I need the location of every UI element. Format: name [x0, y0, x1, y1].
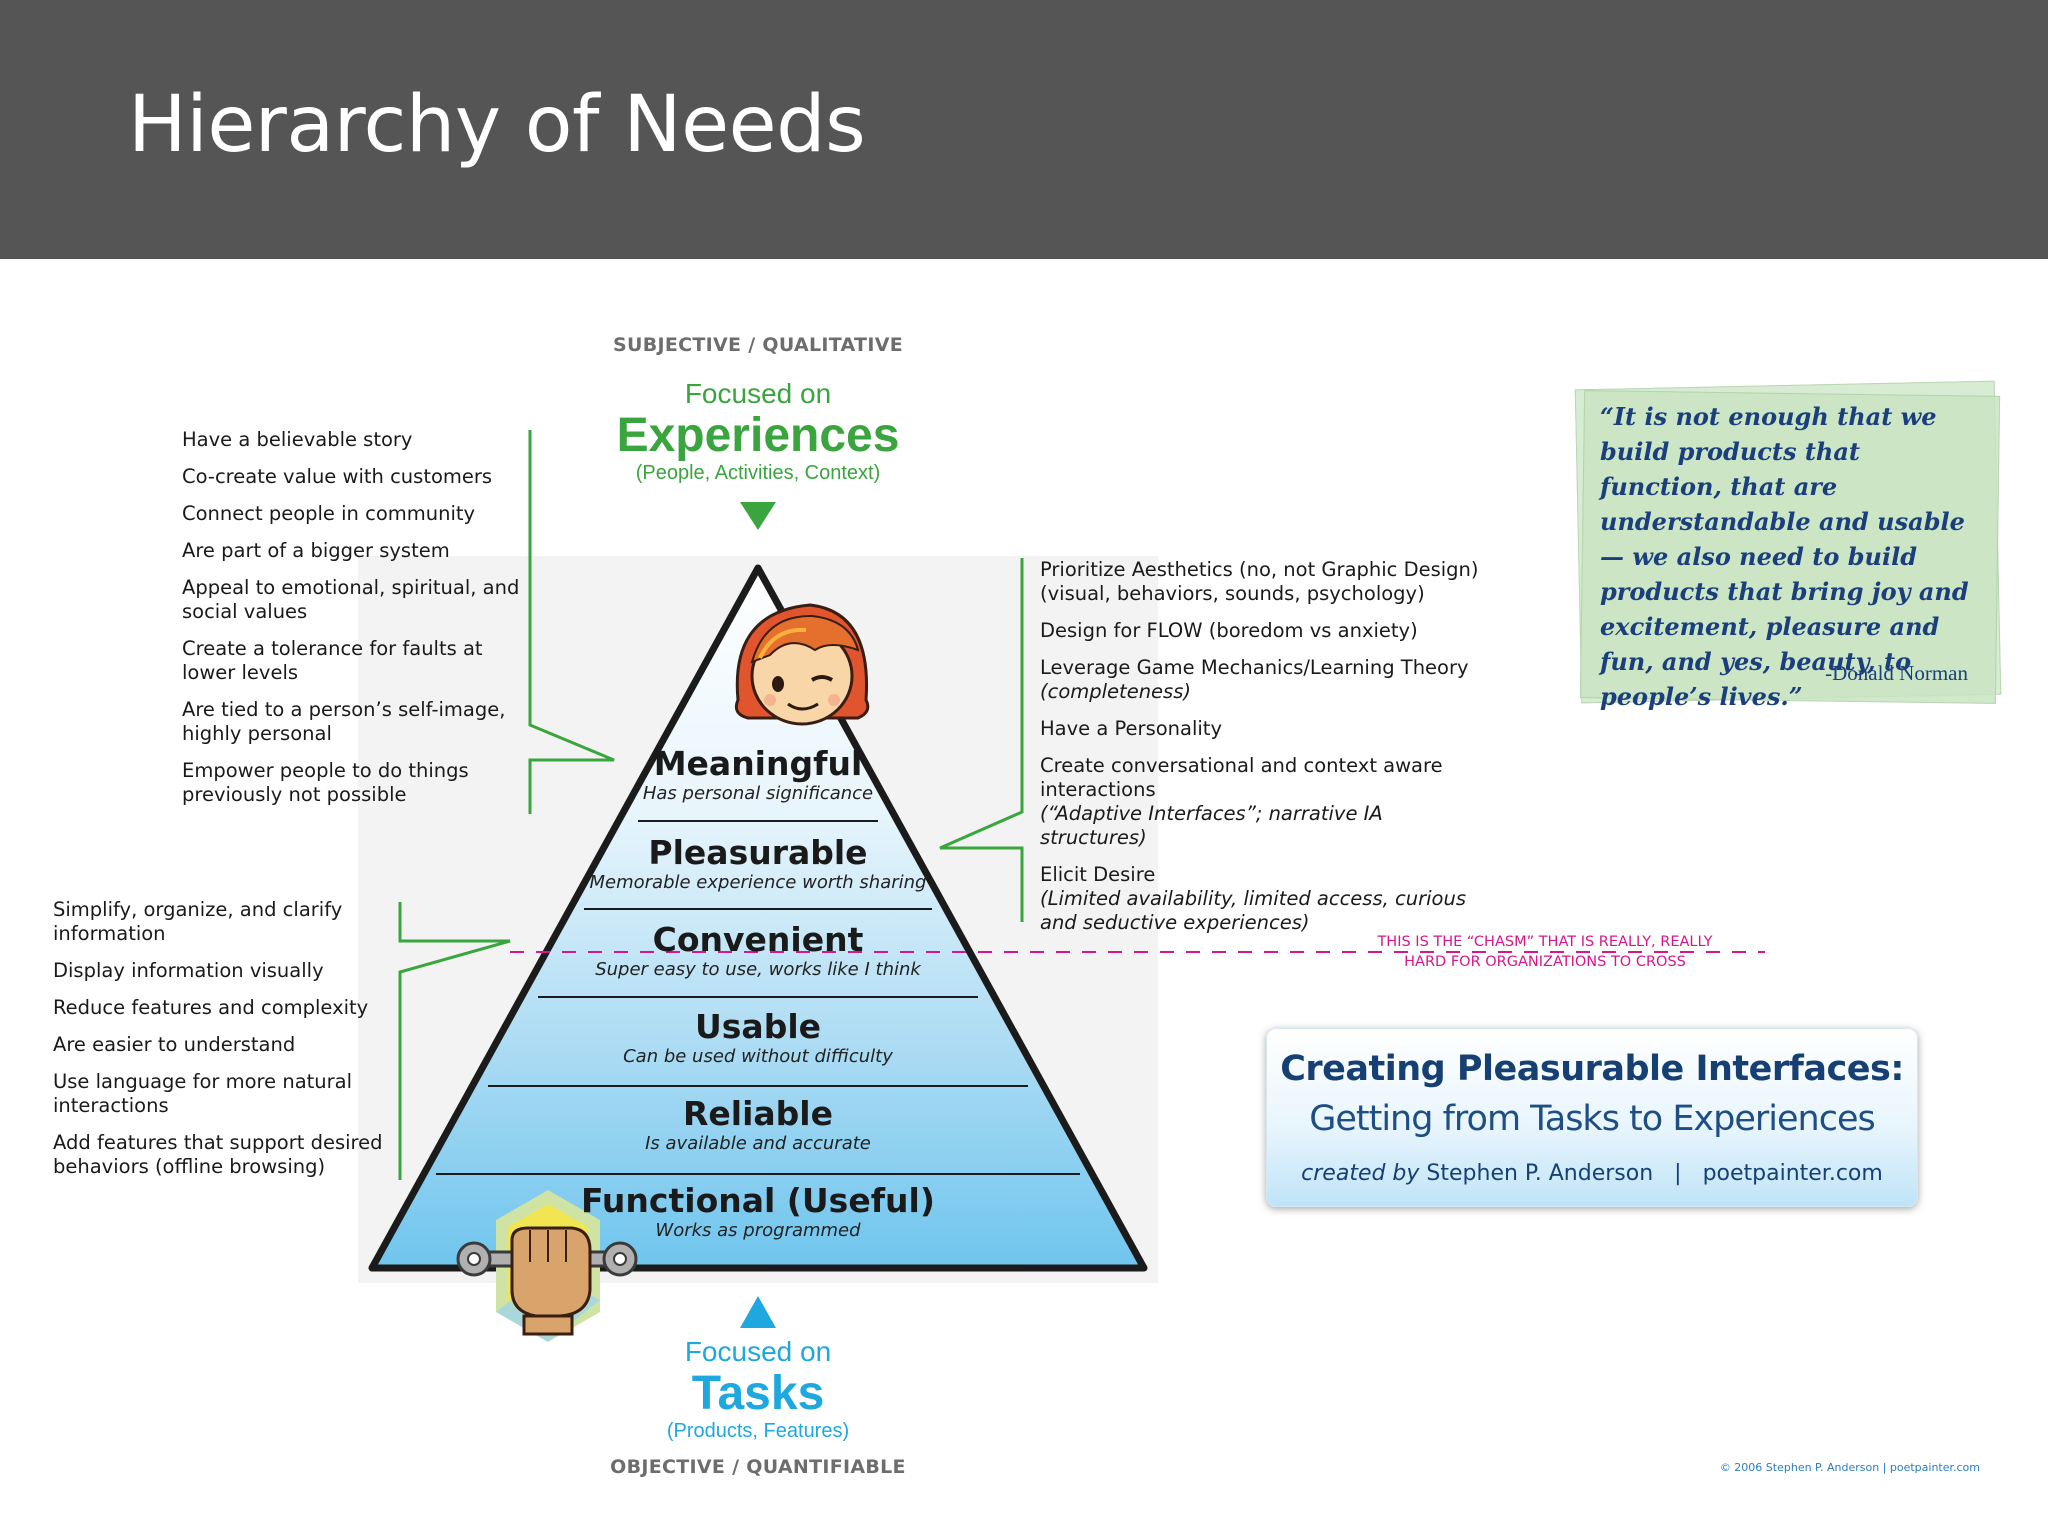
tasks-sub: (Products, Features) [666, 1420, 850, 1442]
book-subtitle: Getting from Tasks to Experiences [1309, 1099, 1876, 1139]
book-card: Creating Pleasurable Interfaces: Getting… [1266, 1028, 1918, 1207]
item-main: Elicit Desire [1040, 863, 1156, 886]
item-main: Design for FLOW (boredom vs anxiety) [1040, 619, 1418, 642]
level-reliable: Reliable Is available and accurate [558, 1095, 958, 1155]
lower-left-list: Simplify, organize, and clarify informat… [53, 898, 383, 1192]
fist-wrench-icon [456, 1190, 638, 1342]
list-item: Display information visually [53, 959, 324, 982]
level-functional: Functional (Useful) Works as programmed [558, 1182, 958, 1242]
item-detail: (visual, behaviors, sounds, psychology) [1040, 582, 1425, 605]
list-item: Create conversational and context aware … [1040, 754, 1480, 850]
page-title: Hierarchy of Needs [128, 80, 866, 170]
level-usable: Usable Can be used without difficulty [558, 1008, 958, 1068]
book-site[interactable]: poetpainter.com [1702, 1161, 1883, 1186]
experiences-focus: Focused on Experiences (People, Activiti… [558, 378, 958, 485]
level-desc: Can be used without difficulty [623, 1046, 893, 1067]
upper-left-list: Have a believable story Co-create value … [182, 428, 522, 820]
list-item: Reduce features and complexity [53, 996, 369, 1019]
item-detail: (completeness) [1040, 680, 1191, 703]
list-item: Empower people to do things previously n… [182, 759, 469, 806]
list-item: Appeal to emotional, spiritual, and soci… [182, 576, 520, 623]
level-desc: Works as programmed [655, 1220, 861, 1241]
list-item: Prioritize Aesthetics (no, not Graphic D… [1040, 558, 1480, 606]
experiences-title: Experiences [616, 409, 900, 462]
level-title: Reliable [683, 1094, 833, 1133]
item-main: Create conversational and context aware … [1040, 754, 1443, 801]
list-item: Co-create value with customers [182, 465, 493, 488]
item-main: Prioritize Aesthetics (no, not Graphic D… [1040, 558, 1479, 581]
level-title: Convenient [652, 920, 864, 959]
book-author: Stephen P. Anderson [1426, 1161, 1654, 1186]
book-title: Creating Pleasurable Interfaces: [1280, 1049, 1904, 1089]
level-convenient: Convenient Super easy to use, works like… [558, 921, 958, 981]
quote-card: “It is not enough that we build products… [1574, 380, 2002, 711]
item-detail: (Limited availability, limited access, c… [1040, 887, 1466, 934]
level-title: Functional (Useful) [581, 1181, 935, 1220]
list-item: Are part of a bigger system [182, 539, 450, 562]
item-main: Leverage Game Mechanics/Learning Theory [1040, 656, 1469, 679]
list-item: Use language for more natural interactio… [53, 1070, 353, 1117]
experiences-sub: (People, Activities, Context) [635, 462, 881, 484]
tasks-focus: Focused on Tasks (Products, Features) [558, 1336, 958, 1443]
up-arrow-icon [740, 1296, 776, 1328]
right-list: Prioritize Aesthetics (no, not Graphic D… [1040, 558, 1480, 948]
tasks-pre: Focused on [684, 1336, 832, 1367]
level-title: Meaningful [653, 744, 863, 783]
chasm-note: THIS IS THE “CHASM” THAT IS REALLY, REAL… [1330, 932, 1760, 972]
list-item: Are tied to a person’s self-image, highl… [182, 698, 506, 745]
experiences-pre: Focused on [684, 378, 832, 409]
pyramid [368, 564, 1148, 1272]
item-main: Have a Personality [1040, 717, 1222, 740]
list-item: Elicit Desire(Limited availability, limi… [1040, 863, 1480, 935]
list-item: Have a believable story [182, 428, 413, 451]
brackets [398, 430, 1024, 1180]
level-dividers [436, 820, 1080, 1175]
level-title: Usable [694, 1007, 822, 1046]
list-item: Design for FLOW (boredom vs anxiety) [1040, 619, 1480, 643]
tasks-title: Tasks [691, 1367, 825, 1420]
list-item: Create a tolerance for faults at lower l… [182, 637, 483, 684]
list-item: Have a Personality [1040, 717, 1480, 741]
list-item: Leverage Game Mechanics/Learning Theory(… [1040, 656, 1480, 704]
quote-text: “It is not enough that we build products… [1600, 402, 1969, 711]
bottom-axis-label: OBJECTIVE / QUANTIFIABLE [610, 1456, 906, 1478]
book-credit: created by Stephen P. Anderson | poetpai… [1267, 1161, 1917, 1186]
quote-author: -Donald Norman [1825, 661, 1968, 685]
level-meaningful: Meaningful Has personal significance [558, 745, 958, 805]
created-by: created by [1301, 1161, 1420, 1186]
chasm-line-2: HARD FOR ORGANIZATIONS TO CROSS [1404, 954, 1686, 970]
list-item: Are easier to understand [53, 1033, 296, 1056]
level-desc: Super easy to use, works like I think [595, 959, 921, 980]
level-desc: Is available and accurate [645, 1133, 871, 1154]
credit-separator: | [1674, 1161, 1682, 1186]
level-pleasurable: Pleasurable Memorable experience worth s… [558, 834, 958, 894]
list-item: Simplify, organize, and clarify informat… [53, 898, 343, 945]
level-title: Pleasurable [648, 833, 868, 872]
header-bar: Hierarchy of Needs [0, 0, 2048, 259]
chasm-line-1: THIS IS THE “CHASM” THAT IS REALLY, REAL… [1377, 934, 1713, 950]
level-desc: Memorable experience worth sharing [589, 872, 927, 893]
list-item: Add features that support desired behavi… [53, 1131, 383, 1178]
item-detail: (“Adaptive Interfaces”; narrative IA str… [1040, 802, 1383, 849]
down-arrow-icon [740, 502, 776, 530]
top-axis-label: SUBJECTIVE / QUALITATIVE [613, 334, 903, 356]
copyright: © 2006 Stephen P. Anderson | poetpainter… [1719, 1461, 1980, 1474]
list-item: Connect people in community [182, 502, 476, 525]
level-desc: Has personal significance [642, 783, 874, 804]
girl-face-icon [734, 603, 870, 726]
